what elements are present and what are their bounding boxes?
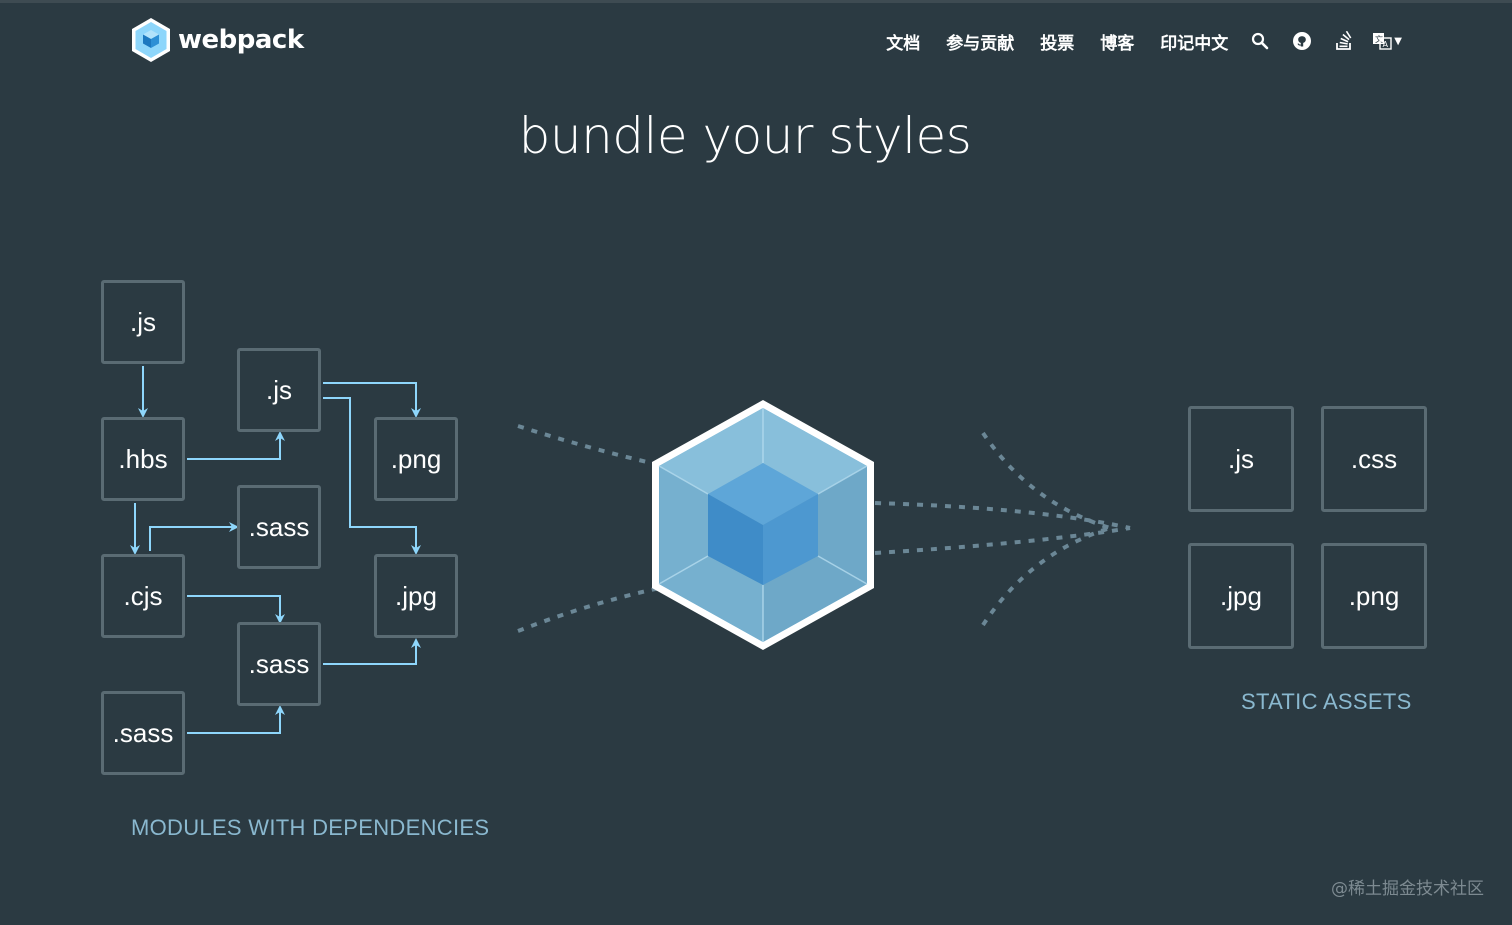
asset-box-jpg: .jpg (1188, 543, 1294, 649)
github-icon[interactable] (1292, 31, 1312, 51)
assets-label: STATIC ASSETS (1241, 689, 1412, 714)
chevron-down-icon: ▼ (1394, 35, 1402, 47)
input-dotted-lines (517, 424, 661, 633)
asset-box-png: .png (1321, 543, 1427, 649)
nav-link-vote[interactable]: 投票 (1040, 33, 1075, 54)
module-box-jpg: .jpg (374, 554, 458, 638)
module-box-sass-1: .sass (237, 485, 321, 569)
language-icon: 文 A (1373, 33, 1392, 50)
module-box-hbs: .hbs (101, 417, 185, 501)
language-selector[interactable]: 文 A ▼ (1372, 31, 1402, 51)
page-title: bundle your styles (518, 107, 972, 165)
nav-link-blog[interactable]: 博客 (1100, 33, 1135, 54)
svg-text:文: 文 (1375, 34, 1383, 44)
main-nav: 文档 参与贡献 投票 博客 印记中文 (886, 27, 1402, 55)
top-navigation-bar: webpack 文档 参与贡献 投票 博客 印记中文 (0, 3, 1512, 81)
asset-box-css: .css (1321, 406, 1427, 512)
watermark: @稀土掘金技术社区 (1331, 879, 1484, 899)
search-icon[interactable] (1250, 31, 1270, 51)
webpack-logo-icon (132, 18, 170, 62)
stack-overflow-icon[interactable] (1334, 31, 1354, 51)
nav-link-docs[interactable]: 文档 (886, 33, 921, 54)
module-box-sass-3: .sass (101, 691, 185, 775)
nav-link-docschina[interactable]: 印记中文 (1160, 33, 1229, 54)
svg-text:A: A (1383, 40, 1389, 49)
webpack-logo-link[interactable]: webpack (130, 17, 304, 63)
webpack-cube-icon (652, 400, 874, 650)
output-dotted-lines (874, 431, 1131, 627)
module-box-png: .png (374, 417, 458, 501)
module-box-js-2: .js (237, 348, 321, 432)
module-box-js-1: .js (101, 280, 185, 364)
modules-label: MODULES WITH DEPENDENCIES (131, 815, 490, 840)
module-box-sass-2: .sass (237, 622, 321, 706)
module-box-cjs: .cjs (101, 554, 185, 638)
asset-box-js: .js (1188, 406, 1294, 512)
brand-name: webpack (178, 25, 304, 55)
nav-link-contribute[interactable]: 参与贡献 (946, 33, 1015, 54)
